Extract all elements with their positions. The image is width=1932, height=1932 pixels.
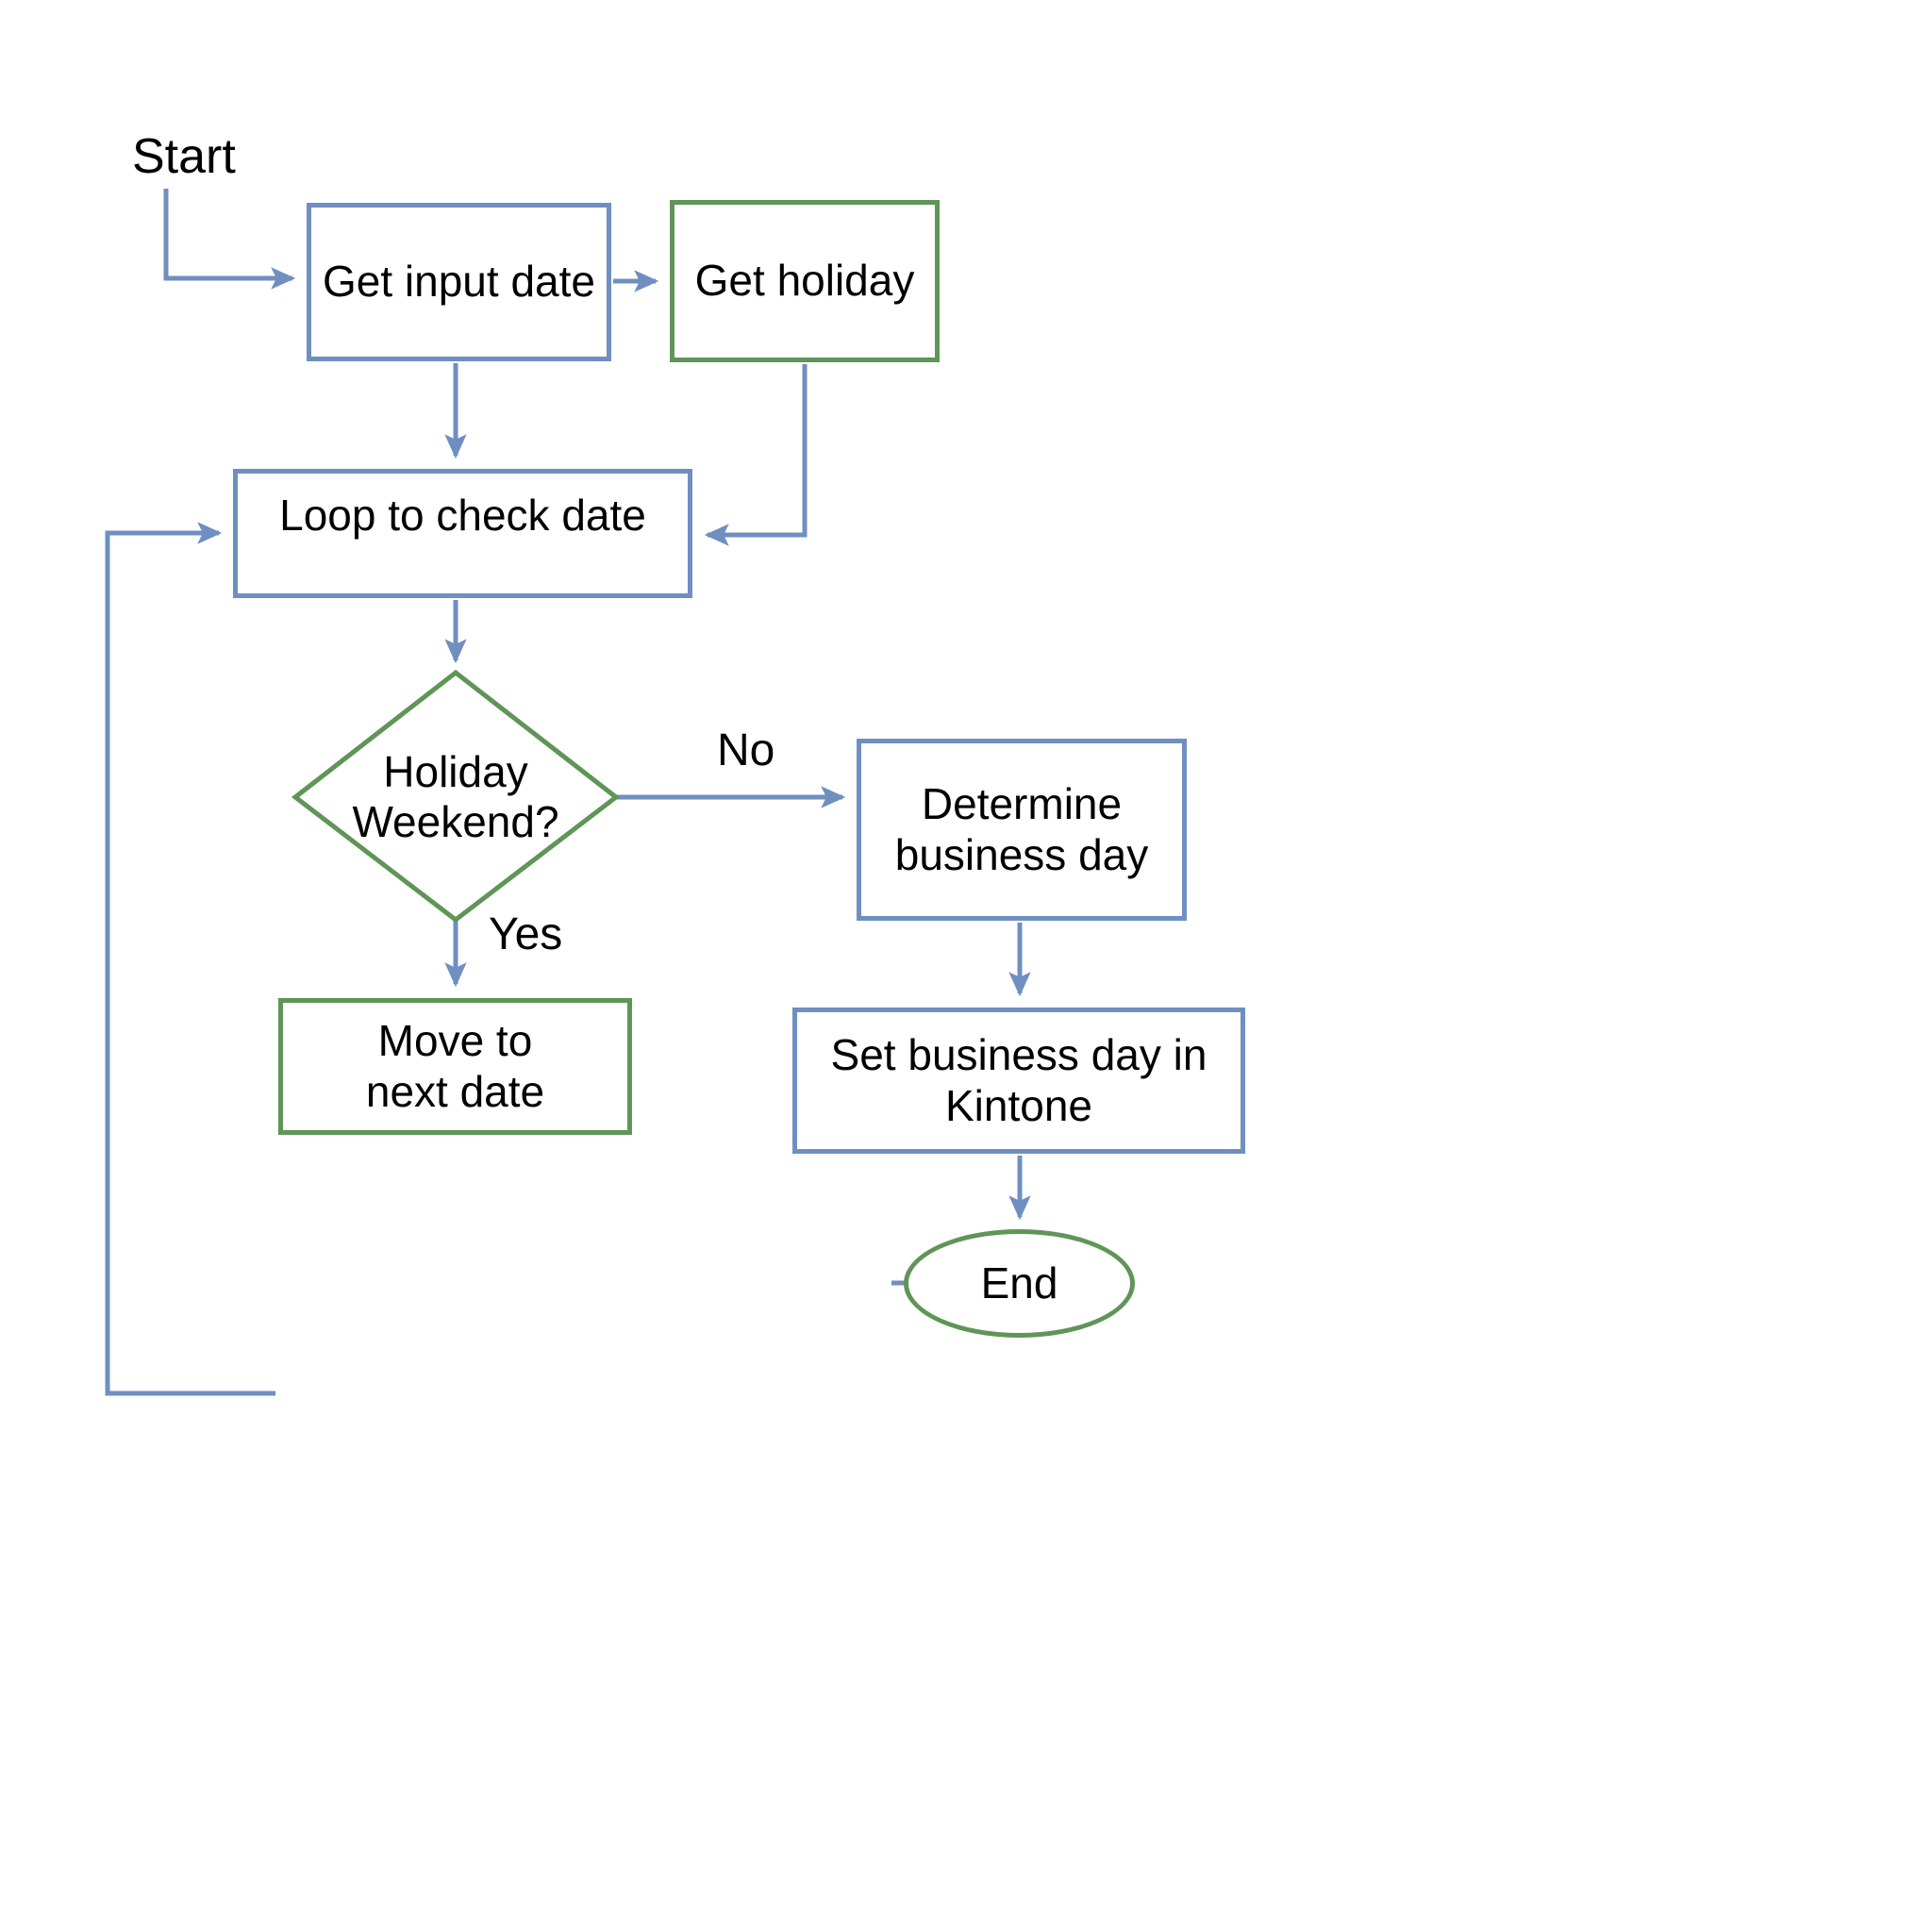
holiday-weekend-decision-shape[interactable] bbox=[291, 669, 621, 924]
node-end[interactable]: End bbox=[904, 1229, 1135, 1338]
node-loop-to-check-date[interactable]: Loop to check date bbox=[233, 469, 692, 598]
start-label: Start bbox=[132, 129, 236, 184]
edge-label-no: No bbox=[717, 725, 775, 775]
edge-move-to-loop-feedback bbox=[105, 522, 275, 1396]
edge-label-yes: Yes bbox=[489, 909, 563, 959]
edge-start-to-get-input-date bbox=[163, 189, 296, 290]
node-determine-business-day[interactable]: Determine business day bbox=[857, 739, 1187, 921]
node-holiday-weekend-decision-text: Holiday Weekend? bbox=[352, 746, 559, 846]
edge-get-holiday-to-loop bbox=[704, 364, 808, 546]
node-move-to-next-date[interactable]: Move to next date bbox=[278, 998, 632, 1135]
node-set-business-day-in-kintone[interactable]: Set business day in Kintone bbox=[792, 1008, 1245, 1154]
node-get-input-date[interactable]: Get input date bbox=[307, 203, 611, 361]
node-get-holiday[interactable]: Get holiday bbox=[670, 200, 940, 362]
